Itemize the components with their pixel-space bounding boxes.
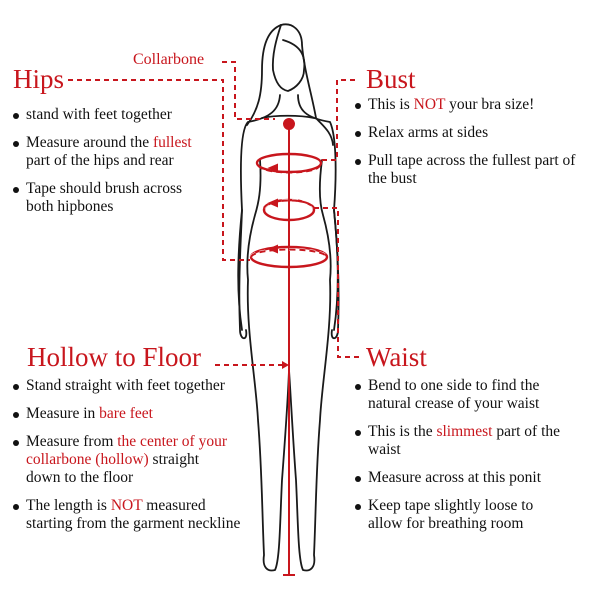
measurement-lines [249,118,329,576]
bust-title: Bust [366,64,416,94]
list-item: Measure from the center of your collarbo… [12,433,237,487]
list-item: Keep tape slightly loose to allow for br… [354,497,568,533]
hips-instructions: stand with feet together Measure around … [12,106,192,226]
list-item: Tape should brush across both hipbones [12,180,186,216]
list-item: Measure across at this ponit [354,469,553,487]
list-item: This is the slimmest part of the waist [354,423,568,459]
list-item: Pull tape across the fullest part of the… [354,152,578,188]
list-item: stand with feet together [12,106,192,124]
waist-title: Waist [366,342,427,372]
list-item: Measure around the fullest part of the h… [12,134,198,170]
hips-leader [68,79,250,261]
list-item: The length is NOT measured starting from… [12,497,241,533]
list-item: Bend to one side to find the natural cre… [354,377,569,413]
list-item: Stand straight with feet together [12,377,226,395]
bust-leader [320,79,355,161]
waist-leader [314,207,360,358]
list-item: This is NOT your bra size! [354,96,574,114]
hollow-to-floor-instructions: Stand straight with feet together Measur… [12,377,240,543]
list-item: Measure in bare feet [12,405,237,423]
hollow-to-floor-title: Hollow to Floor [27,342,202,372]
waist-tape [262,198,316,222]
bust-instructions: This is NOT your bra size! Relax arms at… [354,96,575,198]
collarbone-label: Collarbone [133,51,205,68]
arrow-icon [282,361,289,369]
collarbone-leader [222,61,275,120]
list-item: Relax arms at sides [354,124,574,142]
leader-lines [68,61,360,366]
figure-outline [237,23,340,572]
waist-instructions: Bend to one side to find the natural cre… [354,377,569,543]
hips-title: Hips [13,64,65,94]
collarbone-point [283,118,295,130]
